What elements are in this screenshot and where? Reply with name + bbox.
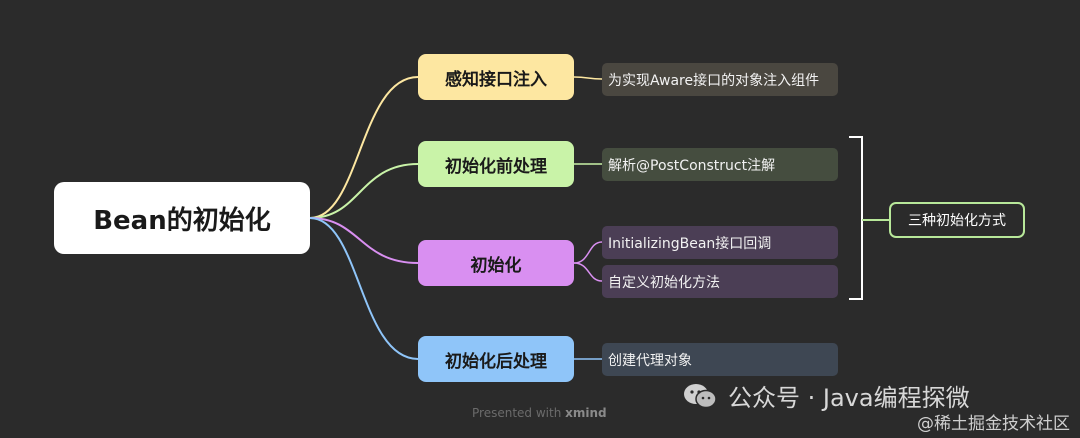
branch-aware-injection[interactable]: 感知接口注入 [418,54,574,100]
summary-bracket [849,136,863,300]
connector-branch-1-leaf [573,76,603,80]
connector-root-branch-1 [309,76,419,219]
footer-brand: xmind [565,406,607,420]
branch-post-initialization[interactable]: 初始化后处理 [418,336,574,382]
footer-prefix: Presented with [472,406,562,420]
watermark-juejin: @稀土掘金技术社区 [917,414,1070,434]
branch-initialization[interactable]: 初始化 [418,240,574,286]
connector-branch-3-leaf-1 [573,241,603,264]
connector-root-branch-2 [309,163,419,219]
connector-root-branch-3 [309,217,419,264]
leaf-postconstruct[interactable]: 解析@PostConstruct注解 [602,148,838,181]
footer-credit: Presented with xmind [472,406,607,420]
wechat-icon [682,382,718,410]
watermark: 公众号 · Java编程探微 [682,378,970,413]
summary-node[interactable]: 三种初始化方式 [889,202,1025,238]
connector-root-branch-4 [309,217,419,360]
leaf-aware-components[interactable]: 为实现Aware接口的对象注入组件 [602,63,838,96]
branch-pre-initialization[interactable]: 初始化前处理 [418,141,574,187]
root-topic[interactable]: Bean的初始化 [54,182,310,254]
watermark-text: 公众号 · Java编程探微 [728,384,970,412]
leaf-create-proxy[interactable]: 创建代理对象 [602,343,838,376]
leaf-custom-init-method[interactable]: 自定义初始化方法 [602,265,838,298]
connector-branch-3-leaf-2 [573,262,603,282]
leaf-initializingbean[interactable]: InitializingBean接口回调 [602,226,838,259]
